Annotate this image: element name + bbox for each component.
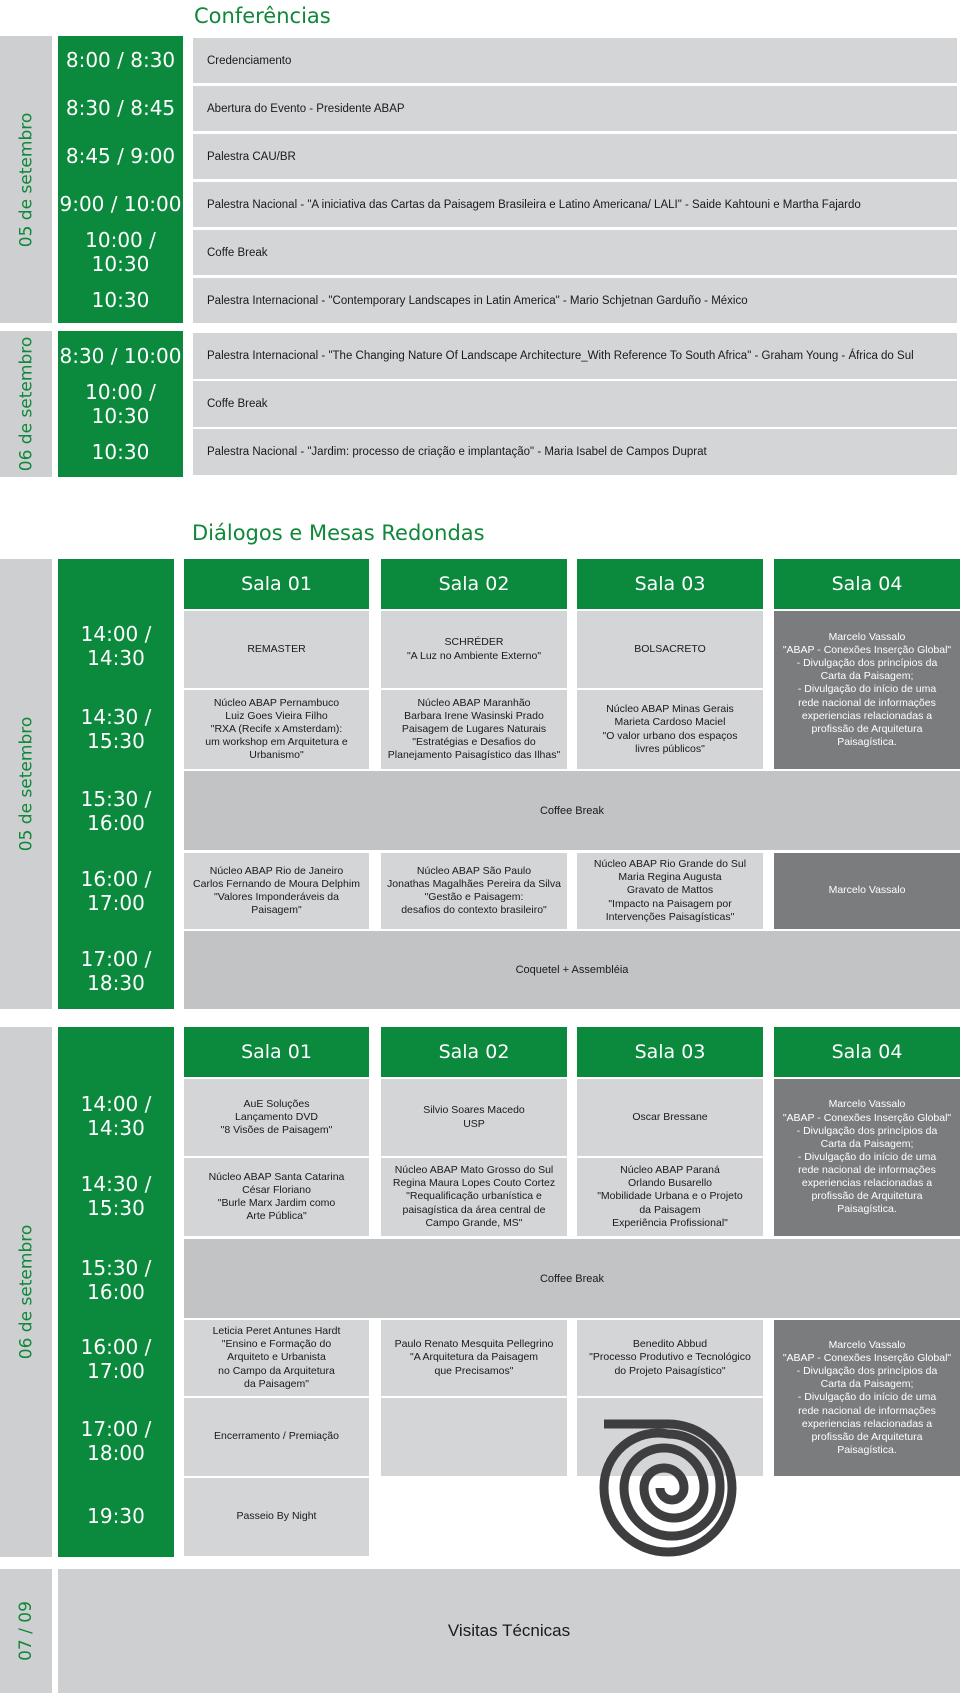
conf-time: 10:00 / 10:30	[85, 380, 156, 428]
coquetel-row: Coquetel + Assembléia	[184, 931, 960, 1009]
session-cell: Núcleo ABAP Maranhão Barbara Irene Wasin…	[381, 690, 567, 769]
conf-row: Palestra Internacional - "Contemporary L…	[193, 278, 957, 323]
conf-time: 10:30	[91, 287, 150, 312]
day-label-05-conf: 05 de setembro	[0, 36, 52, 323]
conf-day1-time-column	[58, 36, 183, 323]
session-cell: Benedito Abbud "Processo Produtivo e Tec…	[577, 1320, 763, 1396]
session-cell: Núcleo ABAP São Paulo Jonathas Magalhães…	[381, 853, 567, 929]
dialogos-time: 15:30 / 16:00	[80, 787, 152, 835]
conf-time: 9:00 / 10:00	[59, 191, 182, 216]
sala-04-session-cell: Marcelo Vassalo "ABAP - Conexões Inserçã…	[774, 611, 960, 769]
dialogos-time: 14:30 / 15:30	[80, 1172, 152, 1220]
dialogos-time: 17:00 / 18:30	[80, 946, 152, 995]
session-cell: Núcleo ABAP Minas Gerais Marieta Cardoso…	[577, 690, 763, 769]
conf-time: 8:45 / 9:00	[65, 143, 176, 168]
conf-time: 8:30 / 10:00	[59, 344, 182, 368]
day-label-05-dialogos: 05 de setembro	[0, 559, 52, 1009]
dialogos-time: 14:30 / 15:30	[80, 705, 152, 753]
coffee-break-row: Coffee Break	[184, 1239, 960, 1318]
sala-03-header: Sala 03	[577, 559, 763, 609]
conferencias-title: Conferências	[194, 4, 331, 28]
sala-03-header: Sala 03	[577, 1027, 763, 1077]
day-label-06-dialogos: 06 de setembro	[0, 1027, 52, 1557]
day-label-text: 05 de setembro	[16, 112, 36, 247]
sala-02-header: Sala 02	[381, 1027, 567, 1077]
session-cell: AuE Soluções Lançamento DVD "8 Visões de…	[184, 1079, 369, 1156]
session-cell: SCHRÉDER "A Luz no Ambiente Externo"	[381, 611, 567, 688]
day-label-text: 06 de setembro	[16, 1224, 36, 1360]
conf-row: Abertura do Evento - Presidente ABAP	[193, 86, 957, 131]
session-cell: Oscar Bressane	[577, 1079, 763, 1156]
sala-01-header: Sala 01	[184, 1027, 369, 1077]
coffee-break-row: Coffee Break	[184, 771, 960, 850]
session-cell: Núcleo ABAP Rio de Janeiro Carlos Fernan…	[184, 853, 369, 929]
session-cell: Núcleo ABAP Paraná Orlando Busarello "Mo…	[577, 1158, 763, 1236]
dialogos-title: Diálogos e Mesas Redondas	[192, 521, 485, 545]
conf-row: Palestra CAU/BR	[193, 134, 957, 179]
dialogos-time: 17:00 / 18:00	[80, 1417, 152, 1465]
session-cell: Silvio Soares Macedo USP	[381, 1079, 567, 1156]
session-cell: Leticia Peret Antunes Hardt "Ensino e Fo…	[184, 1320, 369, 1396]
empty-cell	[381, 1398, 567, 1476]
conf-row: Credenciamento	[193, 38, 957, 83]
sala-01-header: Sala 01	[184, 559, 369, 609]
day-label-07: 07 / 09	[0, 1569, 52, 1693]
sala-04-session-cell: Marcelo Vassalo "ABAP - Conexões Inserçã…	[774, 1320, 960, 1476]
sala-04-header: Sala 04	[774, 559, 960, 609]
session-cell: Passeio By Night	[184, 1478, 369, 1556]
conf-row: Palestra Nacional - "Jardim: processo de…	[193, 429, 957, 475]
conf-time: 8:30 / 8:45	[65, 95, 176, 120]
day-label-text: 05 de setembro	[16, 716, 36, 852]
conf-row: Coffe Break	[193, 381, 957, 427]
conf-time: 8:00 / 8:30	[65, 47, 176, 72]
sala-02-header: Sala 02	[381, 559, 567, 609]
visitas-tecnicas-row: Visitas Técnicas	[58, 1569, 960, 1693]
session-cell: REMASTER	[184, 611, 369, 688]
sala-04-session-cell: Marcelo Vassalo "ABAP - Conexões Inserçã…	[774, 1079, 960, 1236]
dialogos-time: 14:00 / 14:30	[80, 621, 152, 670]
conf-time: 10:30	[91, 440, 150, 464]
spiral-logo-icon	[598, 1418, 738, 1558]
day-label-text: 06 de setembro	[16, 336, 36, 472]
session-cell: Núcleo ABAP Mato Grosso do Sul Regina Ma…	[381, 1158, 567, 1236]
dialogos-time: 19:30	[87, 1504, 145, 1528]
conf-time: 10:00 / 10:30	[85, 227, 156, 276]
session-cell: Núcleo ABAP Pernambuco Luiz Goes Vieira …	[184, 690, 369, 769]
day-label-text: 07 / 09	[16, 1601, 36, 1661]
session-cell: Paulo Renato Mesquita Pellegrino "A Arqu…	[381, 1320, 567, 1396]
dialogos-day1-time-column	[58, 559, 174, 1009]
sala-04-header: Sala 04	[774, 1027, 960, 1077]
sala-04-session-cell: Marcelo Vassalo	[774, 853, 960, 929]
conf-row: Palestra Internacional - "The Changing N…	[193, 333, 957, 379]
dialogos-time: 15:30 / 16:00	[80, 1256, 152, 1304]
dialogos-time: 16:00 / 17:00	[80, 867, 152, 915]
session-cell: Núcleo ABAP Santa Catarina César Florian…	[184, 1158, 369, 1236]
session-cell: Núcleo ABAP Rio Grande do Sul Maria Regi…	[577, 853, 763, 929]
session-cell: Encerramento / Premiação	[184, 1398, 369, 1476]
conf-day2-time-column	[58, 331, 183, 477]
dialogos-day2-time-column	[58, 1027, 174, 1557]
dialogos-time: 14:00 / 14:30	[80, 1092, 152, 1140]
conf-row: Palestra Nacional - "A iniciativa das Ca…	[193, 182, 957, 227]
day-label-06-conf: 06 de setembro	[0, 331, 52, 477]
conf-row: Coffe Break	[193, 230, 957, 275]
session-cell: BOLSACRETO	[577, 611, 763, 688]
dialogos-time: 16:00 / 17:00	[80, 1335, 152, 1383]
